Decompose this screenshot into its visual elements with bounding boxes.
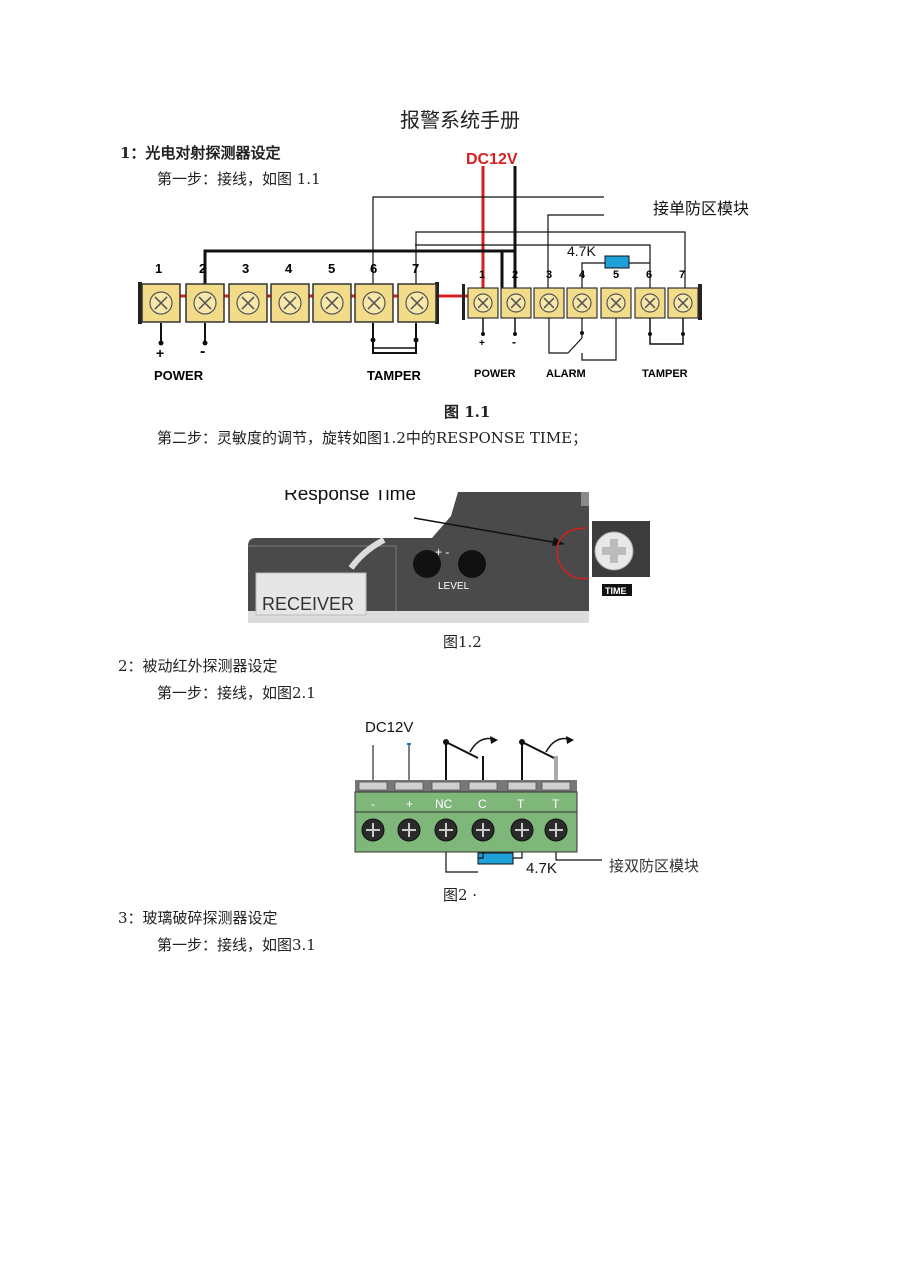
terminal-tab: [394, 781, 424, 791]
pir-terminal-label: +: [406, 797, 413, 811]
pir-screw: [434, 818, 458, 842]
screw-terminal: [473, 293, 493, 313]
terminal-tab: [541, 781, 571, 791]
right-terminal-label: 4: [579, 269, 586, 281]
right-terminal-label: 1: [479, 269, 485, 281]
screw-terminal: [236, 291, 260, 315]
response-time-label: Response Time: [284, 484, 416, 505]
screw-terminal: [640, 293, 660, 313]
right-terminal-label: 2: [512, 269, 518, 281]
receiver-label: RECEIVER: [262, 594, 354, 614]
section-2-step-1: 第一步：接线，如图2.1: [157, 684, 316, 702]
fig1-dc-label: DC12V: [466, 151, 518, 168]
left-terminal-label: 3: [242, 261, 249, 276]
right-terminal-block: 1 2 3 4 5 6 7: [462, 269, 702, 320]
terminal-cell: [354, 283, 394, 323]
terminal-tab: [431, 781, 461, 791]
left-tamper-label: TAMPER: [367, 368, 422, 383]
figure-1-2-caption: 图1.2: [443, 633, 482, 651]
left-terminal-label: 6: [370, 261, 377, 276]
right-power-label: POWER: [474, 368, 516, 380]
right-terminal-label: 7: [679, 269, 685, 281]
left-terminal-label: 5: [328, 261, 335, 276]
left-plus: +: [156, 345, 164, 361]
pir-terminal-label: NC: [435, 797, 453, 811]
red-power-wire: [159, 166, 485, 300]
left-power-label: POWER: [154, 368, 204, 383]
level-label: LEVEL: [438, 581, 470, 592]
left-terminal-block: 1 2 3 4 5 6 7: [138, 261, 439, 324]
right-plus: +: [479, 338, 485, 349]
pir-terminal-label: C: [478, 797, 487, 811]
level-plus-minus: + -: [435, 545, 449, 559]
section-1-step-1: 第一步：接线，如图 1.1: [157, 170, 321, 188]
screw-terminal: [278, 291, 302, 315]
fig1-module-label: 接单防区模块: [653, 200, 749, 218]
left-terminal-label: 1: [155, 261, 162, 276]
pir-screw: [361, 818, 385, 842]
section-1-heading: 1：光电对射探测器设定: [120, 144, 281, 162]
section-3-heading: 3：玻璃破碎探测器设定: [118, 909, 278, 927]
right-minus: -: [512, 335, 516, 349]
figure-2-caption: 图2 ·: [443, 886, 478, 904]
left-terminal-label: 4: [285, 261, 293, 276]
terminal-cell: [634, 287, 666, 319]
figure-1-1-caption: 图 1.1: [444, 403, 491, 421]
screw-terminal: [539, 293, 559, 313]
figure-2-1-pir-wiring: DC12V - + NC C T T 4.7K 接双防区模块: [354, 719, 699, 877]
right-terminal-label: 3: [546, 269, 552, 281]
left-terminal-label: 2: [199, 261, 206, 276]
figure-1-2-receiver-photo: Response Time RECEIVER Control + - LEVEL…: [248, 484, 650, 623]
section-2-heading: 2：被动红外探测器设定: [118, 657, 278, 675]
screw-terminal: [405, 291, 429, 315]
screw-terminal: [673, 293, 693, 313]
receiver-label-plate: [255, 572, 367, 616]
terminal-tab: [468, 781, 498, 791]
pir-terminal-block: [354, 791, 578, 853]
fig1-resistor-label: 4.7K: [567, 243, 596, 259]
right-alarm-label: ALARM: [546, 368, 586, 380]
pir-module-label: 接双防区模块: [609, 858, 699, 875]
fig1-resistor: [604, 255, 630, 269]
screw-terminal: [320, 291, 344, 315]
section-3-step-1: 第一步：接线，如图3.1: [157, 936, 316, 954]
screw-terminal: [362, 291, 386, 315]
screw-terminal: [149, 291, 173, 315]
level-knob-minus: [458, 550, 486, 578]
pir-screw: [510, 818, 534, 842]
level-knob-plus: [413, 550, 441, 578]
right-tamper-label: TAMPER: [642, 368, 688, 380]
page-title: 报警系统手册: [400, 108, 520, 132]
right-terminal-label: 5: [613, 269, 619, 281]
screw-terminal: [572, 293, 592, 313]
figure-1-1-wiring-diagram: DC12V 接单防区模块 4.7K 1 2 3 4 5 6 7 + - POWE…: [138, 151, 749, 383]
fig2-dc-label: DC12V: [365, 719, 413, 736]
pir-screw: [397, 818, 421, 842]
time-badge: [602, 584, 632, 596]
screw-terminal: [606, 293, 626, 313]
black-ground-wire: [203, 166, 517, 300]
left-terminal-label: 7: [412, 261, 419, 276]
screw-terminal: [506, 293, 526, 313]
terminal-tab: [507, 781, 537, 791]
screw-terminal: [193, 291, 217, 315]
pir-terminal-label: -: [371, 797, 375, 811]
pir-screw: [471, 818, 495, 842]
pir-terminal-label: T: [517, 797, 525, 811]
pir-terminal-label: T: [552, 797, 560, 811]
terminal-tab: [358, 781, 388, 791]
time-badge-label: TIME: [605, 586, 627, 596]
right-terminal-label: 6: [646, 269, 652, 281]
section-1-step-2: 第二步：灵敏度的调节，旋转如图1.2中的RESPONSE TIME；: [157, 429, 588, 447]
pir-resistor-label: 4.7K: [526, 860, 557, 877]
pir-screw: [544, 818, 568, 842]
control-label: Control: [330, 509, 385, 528]
left-minus: -: [200, 343, 205, 360]
